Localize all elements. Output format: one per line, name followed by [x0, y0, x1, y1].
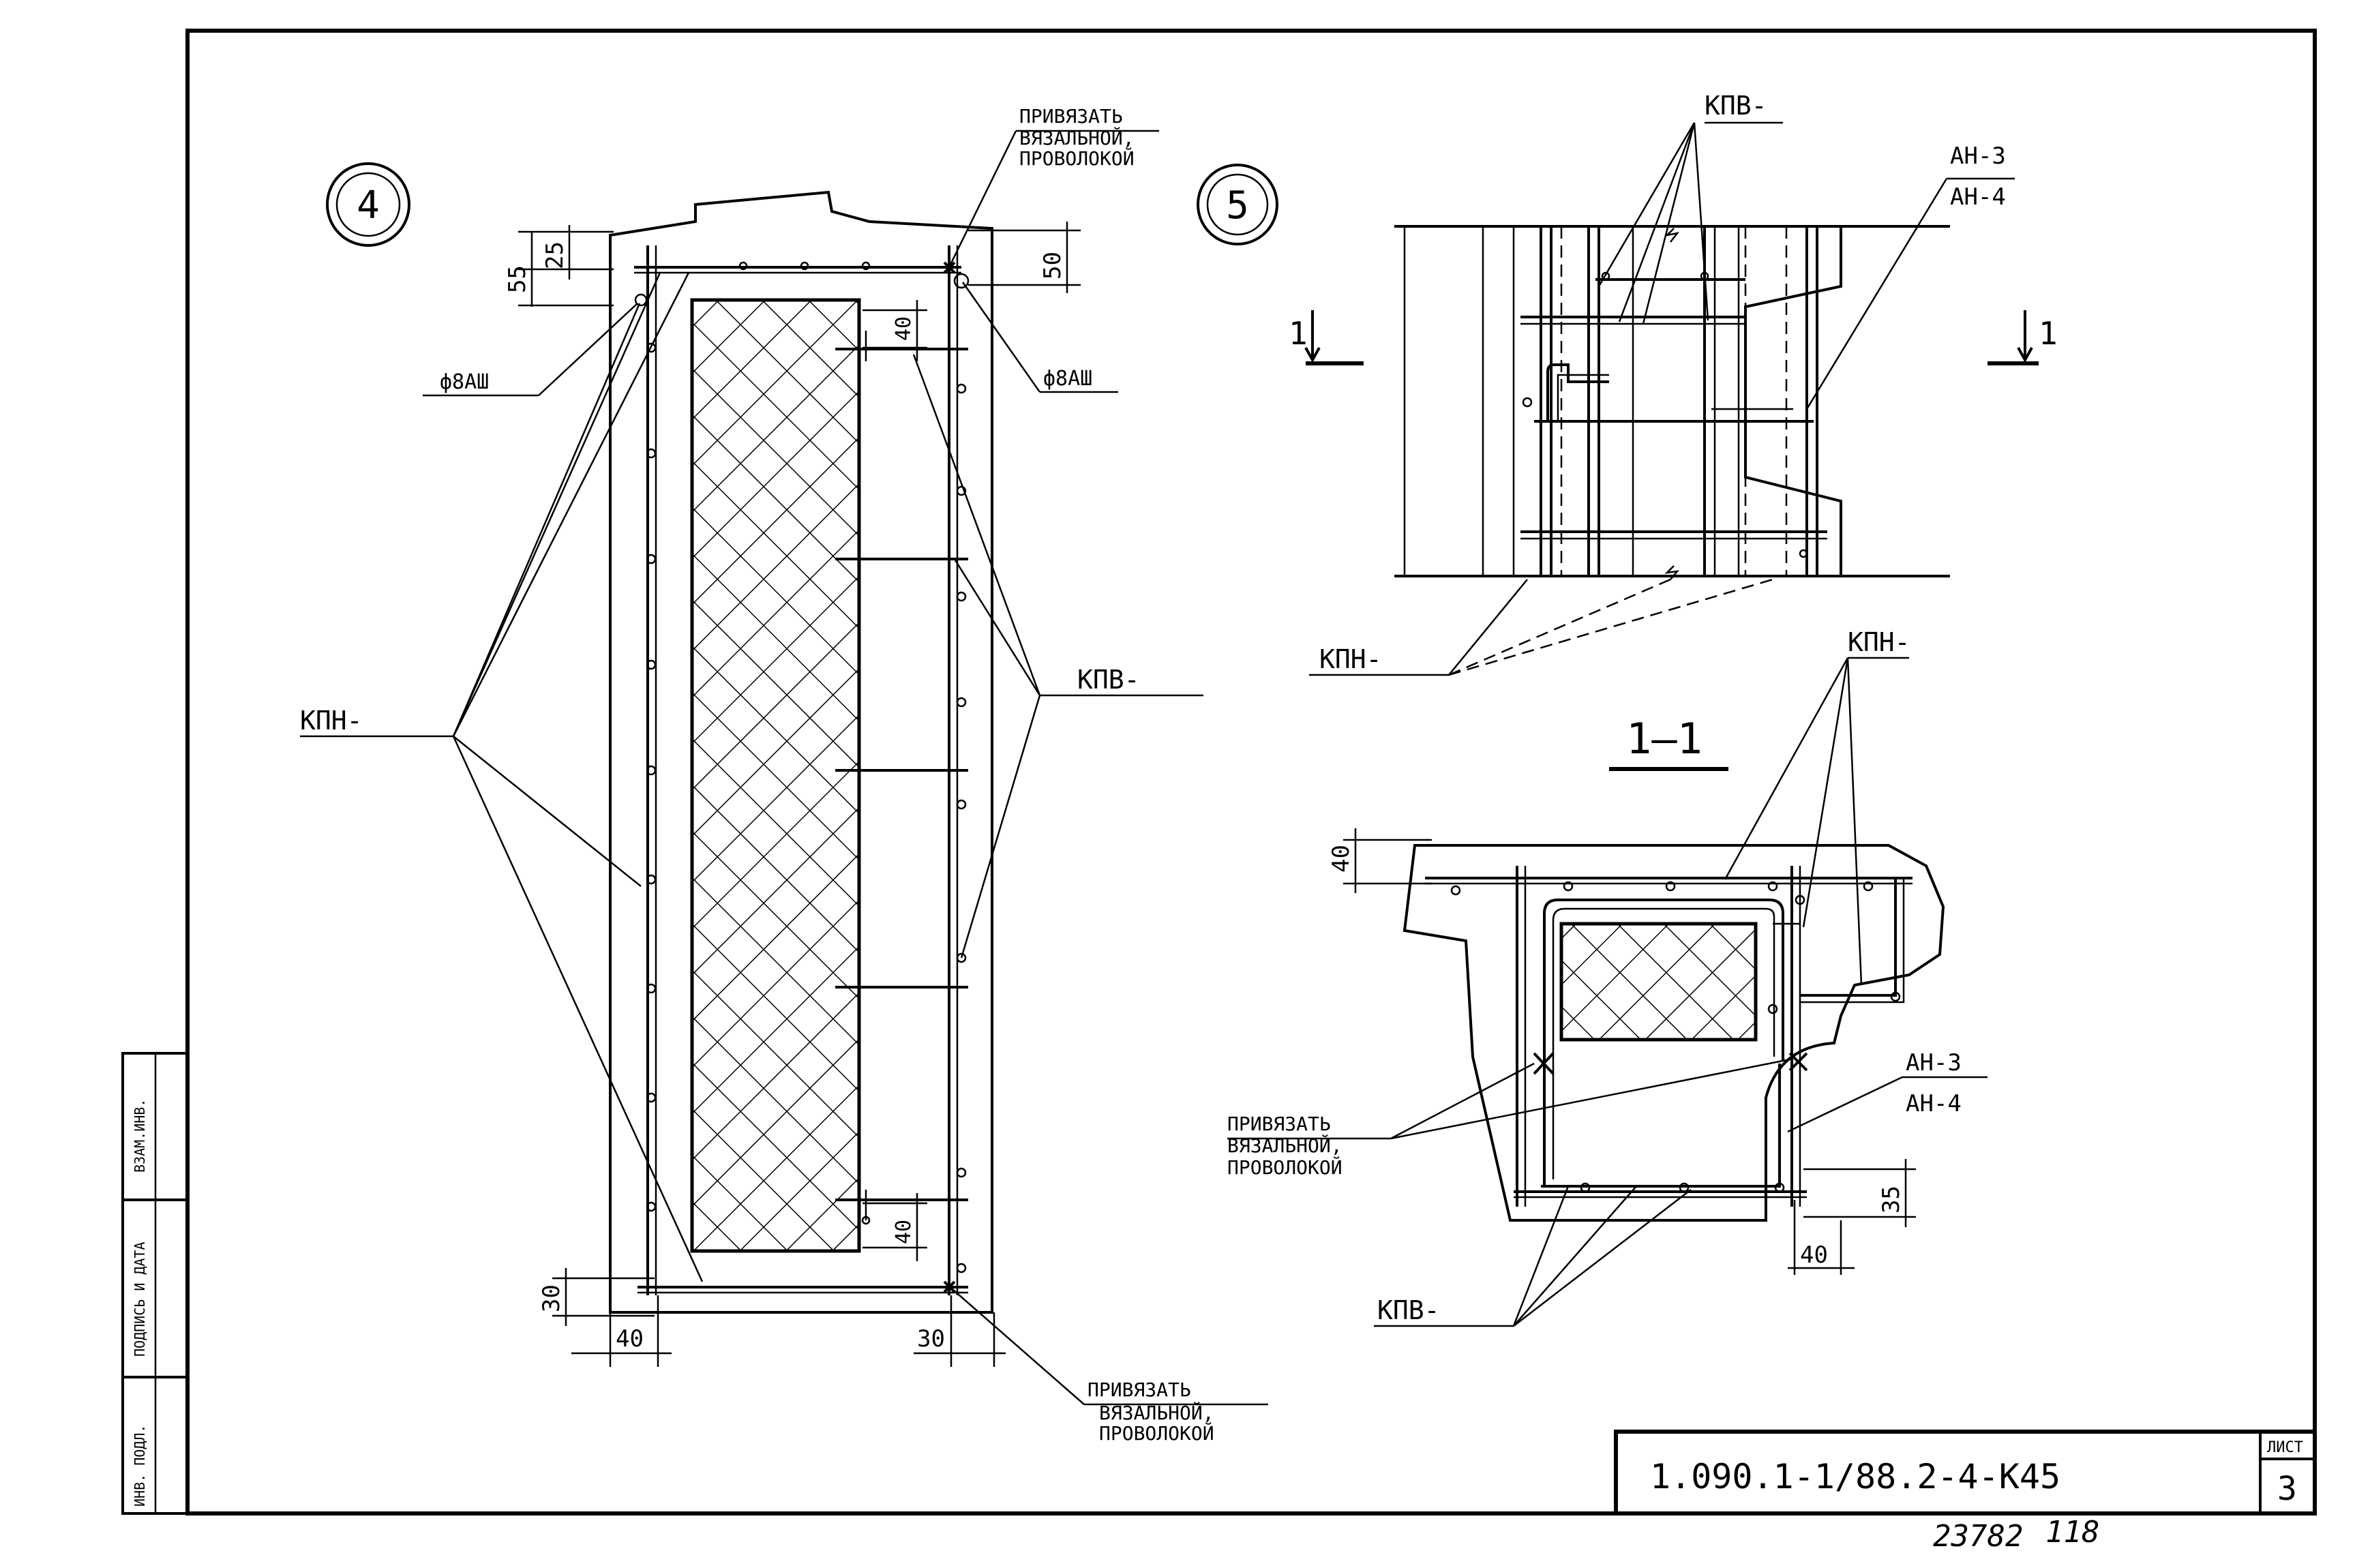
- section-mark-right-number: 1: [2039, 315, 2058, 352]
- detail-5-plan: [1394, 225, 1950, 580]
- section-1-1-rebar: [1425, 866, 1912, 1207]
- section-1-1-outline: [1402, 844, 1945, 1222]
- drawing-code: 1.090.1-1/88.2-4-К45: [1650, 1457, 2060, 1496]
- section-1-1-tie-note-3: ПРОВОЛОКОЙ: [1227, 1156, 1342, 1179]
- stamp-signature-date: ПОДПИСЬ И ДАТА: [132, 1241, 148, 1357]
- section-1-1-insulation: [1559, 922, 1758, 1042]
- detail-4-phi-right: ф8АШ: [1043, 367, 1092, 391]
- detail-4-tie-note-bottom-1: ПРИВЯЗАТЬ: [1088, 1378, 1191, 1401]
- stamp-vzam-inv: ВЗАМ.ИНВ.: [132, 1099, 148, 1173]
- sheet-frame: [121, 29, 2317, 1516]
- section-1-1-kpv-label: КПВ-: [1377, 1295, 1440, 1325]
- section-1-1-kpn-label: КПН-: [1848, 627, 1910, 657]
- detail-5-an4-label: АН-4: [1950, 183, 2006, 211]
- section-1-1-dim-40-bottom: 40: [1800, 1241, 1828, 1269]
- detail-4-phi-left: ф8АШ: [440, 370, 489, 394]
- handwritten-number: 23782: [1933, 1519, 2023, 1554]
- detail-5-an3-label: АН-3: [1950, 142, 2006, 170]
- handwritten-note: 118: [2045, 1515, 2099, 1550]
- detail-5: 5: [1197, 91, 2058, 676]
- detail-4-leaders: КПН- КПВ- ф8АШ ф8АШ ПРИВЯЗАТЬ ВЯЗАЛЬНОЙ,…: [300, 105, 1268, 1445]
- section-1-1-dimensions: 40 35 40: [1328, 828, 1916, 1275]
- detail-4-marker: 4: [326, 162, 410, 247]
- section-1-1-tie-note-1: ПРИВЯЗАТЬ: [1227, 1113, 1331, 1135]
- detail-4-insulation: [690, 298, 861, 1253]
- section-1-1-an4-label: АН-4: [1906, 1090, 1962, 1117]
- section-1-1-dim-40-top: 40: [1328, 845, 1355, 873]
- title-block: 1.090.1-1/88.2-4-К45 ЛИСТ 3: [1650, 1439, 2303, 1508]
- section-1-1-leaders: КПН- АН-3 АН-4 ПРИВЯЗАТЬ ВЯЗАЛЬНОЙ, ПРОВ…: [1227, 627, 1987, 1327]
- detail-5-marker: 5: [1197, 164, 1278, 245]
- detail-4-tie-note-top-1: ПРИВЯЗАТЬ: [1019, 105, 1123, 127]
- stamp-inv-podl: ИНВ. ПОДЛ.: [132, 1425, 148, 1507]
- section-1-1-title: 1—1: [1626, 714, 1702, 764]
- dim-40-top: 40: [892, 316, 916, 341]
- section-1-1-an3-label: АН-3: [1906, 1049, 1962, 1076]
- detail-5-leaders: КПВ- АН-3 АН-4 КПН-: [1309, 91, 2015, 676]
- detail-4-kpn-label: КПН-: [300, 706, 363, 736]
- sheet-number: 3: [2277, 1470, 2297, 1508]
- detail-4-tie-note-top-3: ПРОВОЛОКОЙ: [1019, 147, 1135, 170]
- section-mark-left-number: 1: [1289, 315, 1308, 352]
- dim-50: 50: [1039, 252, 1066, 280]
- dim-40-left: 40: [616, 1325, 644, 1353]
- detail-4-tie-note-bottom-3: ПРОВОЛОКОЙ: [1099, 1421, 1214, 1445]
- detail-5-section-marks: 1 1: [1289, 310, 2058, 365]
- dim-55: 55: [504, 265, 531, 293]
- detail-4-dimensions: 55 25 50 40 40 30 40 30: [504, 222, 1081, 1367]
- detail-5-kpv-label: КПВ-: [1705, 91, 1767, 121]
- handwritten-notes: 23782 118: [1933, 1515, 2099, 1554]
- section-1-1-tie-note-2: ВЯЗАЛЬНОЙ,: [1227, 1134, 1342, 1157]
- detail-5-kpn-label: КПН-: [1319, 644, 1382, 674]
- dim-30-right: 30: [917, 1325, 945, 1353]
- detail-4-kpv-label: КПВ-: [1077, 665, 1140, 695]
- detail-4-outline: [609, 190, 993, 1314]
- detail-4-tie-note-bottom-2: ВЯЗАЛЬНОЙ,: [1099, 1401, 1214, 1424]
- detail-4: 4: [300, 105, 1268, 1445]
- detail-5-number: 5: [1226, 183, 1249, 228]
- detail-4-rebar: [634, 245, 970, 1295]
- dim-30-left: 30: [538, 1284, 565, 1312]
- dim-25: 25: [541, 241, 569, 269]
- sheet-label: ЛИСТ: [2267, 1439, 2303, 1456]
- detail-4-tie-note-top-2: ВЯЗАЛЬНОЙ,: [1019, 126, 1135, 149]
- dim-40-bottom: 40: [892, 1220, 916, 1244]
- detail-4-number: 4: [357, 183, 380, 228]
- side-stamp: ИНВ. ПОДЛ. ПОДПИСЬ И ДАТА ВЗАМ.ИНВ.: [132, 1099, 148, 1507]
- section-1-1-dim-35: 35: [1878, 1186, 1905, 1213]
- section-1-1: 1—1: [1227, 627, 1987, 1327]
